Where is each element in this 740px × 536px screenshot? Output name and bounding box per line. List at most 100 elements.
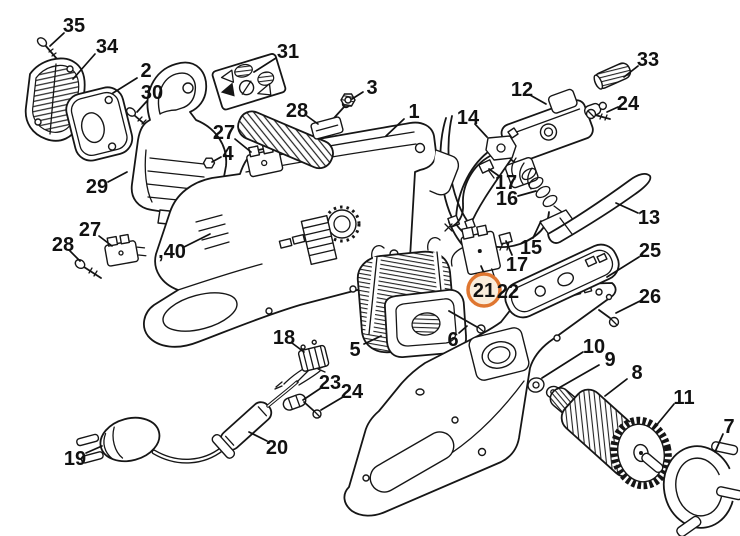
callout-leader-15 [532,220,542,239]
part-callout-3[interactable]: 3 [366,77,377,99]
part-callout-24[interactable]: 24 [341,381,364,403]
part-callout-18[interactable]: 18 [273,327,295,349]
callout-leader-12 [529,94,547,105]
warning-sticker-31 [211,53,287,111]
part-callout-10[interactable]: 10 [583,336,605,358]
gear-11 [610,416,672,490]
part-callout-24[interactable]: 24 [617,93,640,115]
main-housing-1 [143,121,460,348]
callout-leader-17 [505,240,513,256]
callout-leader-13 [615,202,639,214]
part-callout-9[interactable]: 9 [604,349,615,371]
nut-3 [340,93,356,107]
callout-leader-31 [253,57,277,73]
callout-leader-35 [49,32,65,47]
callout-leader-28 [306,115,319,125]
contact-bracket-14 [444,127,519,232]
part-callout-17[interactable]: 17 [495,172,517,194]
part-callout-27[interactable]: 27 [213,122,235,144]
callout-leader-27 [98,235,113,247]
part-callout-25[interactable]: 25 [639,240,661,262]
part-callout-28[interactable]: 28 [286,100,308,122]
callout-leader-27 [234,138,252,153]
callout-leader-29 [107,171,128,183]
part-callout-26[interactable]: 26 [639,286,661,308]
nut-4 [202,157,216,169]
screw-6 [448,310,486,334]
callout-leader-30 [136,100,148,113]
spring-16 [521,167,563,213]
part-callout-1[interactable]: 1 [408,101,419,123]
screw-24-top [585,108,611,121]
connector-18 [274,339,330,390]
switch-block-27-left [104,233,147,267]
part-callout-28[interactable]: 28 [52,234,74,256]
part-callout-7[interactable]: 7 [723,416,734,438]
callout-leader-18 [291,342,305,353]
callout-leader-25 [606,256,640,278]
screw-28-left [74,258,102,279]
callout-leader-24 [320,396,344,411]
part-callout-15[interactable]: 15 [520,237,542,259]
connector-33 [593,62,632,90]
part-callout-30[interactable]: 30 [141,82,163,104]
callout-leader-17 [488,168,500,177]
callout-leader-7 [714,433,724,453]
part-callout-34[interactable]: 34 [96,36,119,58]
cord-end-wires [266,359,326,408]
deflector-13 [539,173,652,244]
motor-housing-half [343,282,617,517]
callout-leader-21 [480,265,485,274]
part-callout-31[interactable]: 31 [277,41,299,63]
part-callout-6[interactable]: 6 [447,329,458,351]
gasket-2 [65,86,134,162]
part-callout-40[interactable]: ,40 [158,241,186,263]
field-coil-5 [356,236,467,358]
part-callout-13[interactable]: 13 [638,207,660,229]
callout-leader-11 [654,403,675,428]
capacitor-21-22 [450,224,501,284]
callout-leader-40 [183,233,211,248]
part-callout-16[interactable]: 16 [496,188,518,210]
part-callout-35[interactable]: 35 [63,15,85,37]
part-callout-20[interactable]: 20 [266,437,288,459]
part-callout-17[interactable]: 17 [506,254,528,276]
power-cable [151,446,225,464]
handlebar-grip-sleeve [237,110,334,170]
part-callout-33[interactable]: 33 [637,49,659,71]
power-plug-19 [76,416,161,464]
part-callout-11[interactable]: 11 [673,387,694,409]
highlight-ring-part-21[interactable] [466,272,502,308]
part-callout-23[interactable]: 23 [319,372,341,394]
callout-leader-5 [363,335,382,345]
callout-leader-24 [606,106,619,113]
bearing-flange-7 [662,441,740,536]
part-callout-5[interactable]: 5 [349,339,360,361]
part-callout-27[interactable]: 27 [79,219,101,241]
callout-leader-10 [541,351,584,379]
callout-leader-9 [556,364,600,390]
part-callout-8[interactable]: 8 [631,362,642,384]
callout-leader-20 [248,431,268,442]
callout-leader-26 [615,300,641,314]
screw-26 [598,309,620,328]
callout-leader-2 [112,77,138,94]
part-callout-29[interactable]: 29 [86,176,108,198]
part-callout-19[interactable]: 19 [64,448,86,470]
terminal-17-upper [478,159,495,179]
callout-leader-19 [85,445,103,454]
part-callout-14[interactable]: 14 [457,107,480,129]
part-callout-12[interactable]: 12 [511,79,533,101]
screw-35 [36,37,58,60]
part-callout-2[interactable]: 2 [140,60,151,82]
part-callout-4[interactable]: 4 [222,143,234,165]
part-callout-21[interactable]: 21 [473,280,495,302]
callout-leader-33 [623,65,639,78]
callout-leader-6 [458,325,468,334]
part-callout-22[interactable]: 22 [497,281,519,303]
washer-10 [527,377,545,393]
callout-leader-28 [69,250,81,262]
